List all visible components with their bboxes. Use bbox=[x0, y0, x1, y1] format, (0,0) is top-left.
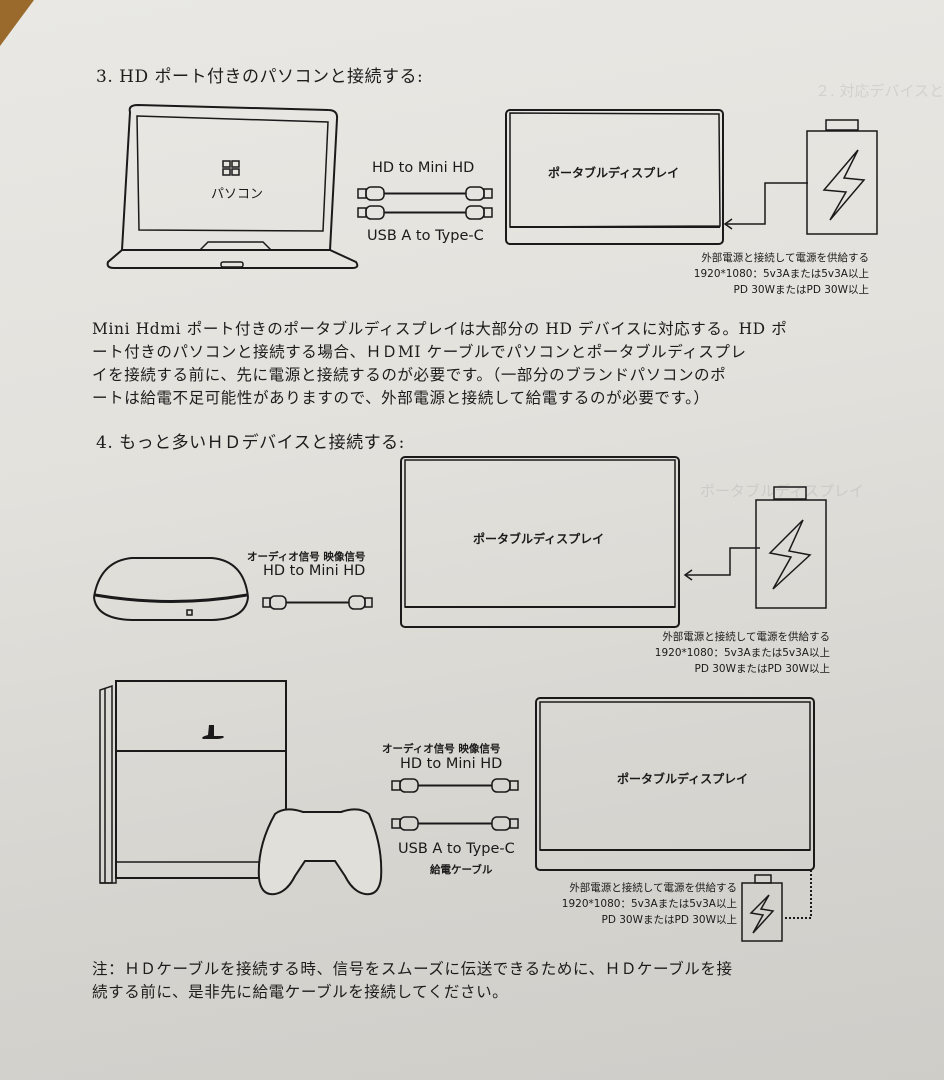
power-cable-arrow bbox=[723, 182, 808, 230]
power-note: 外部電源と接続して電源を供給する 1920*1080：5v3Aまたは5v3A以上… bbox=[654, 631, 830, 675]
bleed-through-text: ポータブルディスプレイ bbox=[700, 482, 864, 500]
cable-label-hd: HD to Mini HD bbox=[400, 756, 503, 772]
battery-lightning-icon bbox=[806, 119, 878, 235]
display-label: ポータブルディスプレイ bbox=[473, 532, 605, 546]
tv-box-icon bbox=[93, 557, 249, 621]
cable-icon bbox=[391, 778, 519, 831]
section-4-heading: 4. もっと多いＨＤデバイスと接続する: bbox=[96, 433, 405, 453]
battery-lightning-icon bbox=[741, 874, 783, 942]
laptop-icon bbox=[106, 103, 359, 269]
battery-lightning-icon bbox=[755, 486, 827, 609]
portable-display-icon bbox=[400, 456, 680, 628]
power-cable-arrow bbox=[683, 547, 760, 581]
power-note: 外部電源と接続して電源を供給する 1920*1080：5v3Aまたは5v3A以上… bbox=[693, 252, 869, 296]
section-3-paragraph: Mini Hdmi ポート付きのポータブルディスプレイは大部分の HD デバイス… bbox=[92, 320, 788, 407]
cable-label-usb: USB A to Type-C bbox=[367, 228, 484, 244]
section-3-heading: 3. HD ポート付きのパソコンと接続する: bbox=[96, 67, 424, 87]
note-paragraph: 注：ＨＤケーブルを接続する時、信号をスムーズに伝送できるために、ＨＤケーブルを接… bbox=[92, 960, 733, 1001]
cable-label-hd: HD to Mini HD bbox=[372, 160, 475, 176]
portable-display-icon bbox=[535, 697, 815, 871]
windows-logo-icon bbox=[222, 160, 240, 176]
display-label: ポータブルディスプレイ bbox=[548, 166, 680, 180]
cable-label-usb: USB A to Type-C bbox=[398, 841, 515, 857]
playstation-logo-icon bbox=[202, 725, 224, 739]
bleed-through-text: ２. 対応デバイスとの接続の bbox=[815, 82, 944, 100]
power-note: 外部電源と接続して電源を供給する 1920*1080：5v3Aまたは5v3A以上… bbox=[561, 882, 737, 926]
pc-label: パソコン bbox=[211, 187, 264, 202]
display-label: ポータブルディスプレイ bbox=[617, 772, 749, 786]
signal-label: オーディオ信号 映像信号 bbox=[247, 551, 366, 563]
signal-label: オーディオ信号 映像信号 bbox=[382, 743, 501, 755]
cable-label-hd: HD to Mini HD bbox=[263, 563, 366, 579]
cable-sublabel: 給電ケーブル bbox=[430, 864, 493, 876]
portable-display-icon bbox=[505, 109, 724, 245]
game-console-icon bbox=[99, 680, 287, 884]
cable-icon bbox=[262, 595, 373, 610]
cable-icon bbox=[357, 186, 493, 220]
power-cable-dotted bbox=[785, 870, 812, 919]
table-edge bbox=[0, 0, 34, 46]
gamepad-icon bbox=[257, 808, 383, 896]
